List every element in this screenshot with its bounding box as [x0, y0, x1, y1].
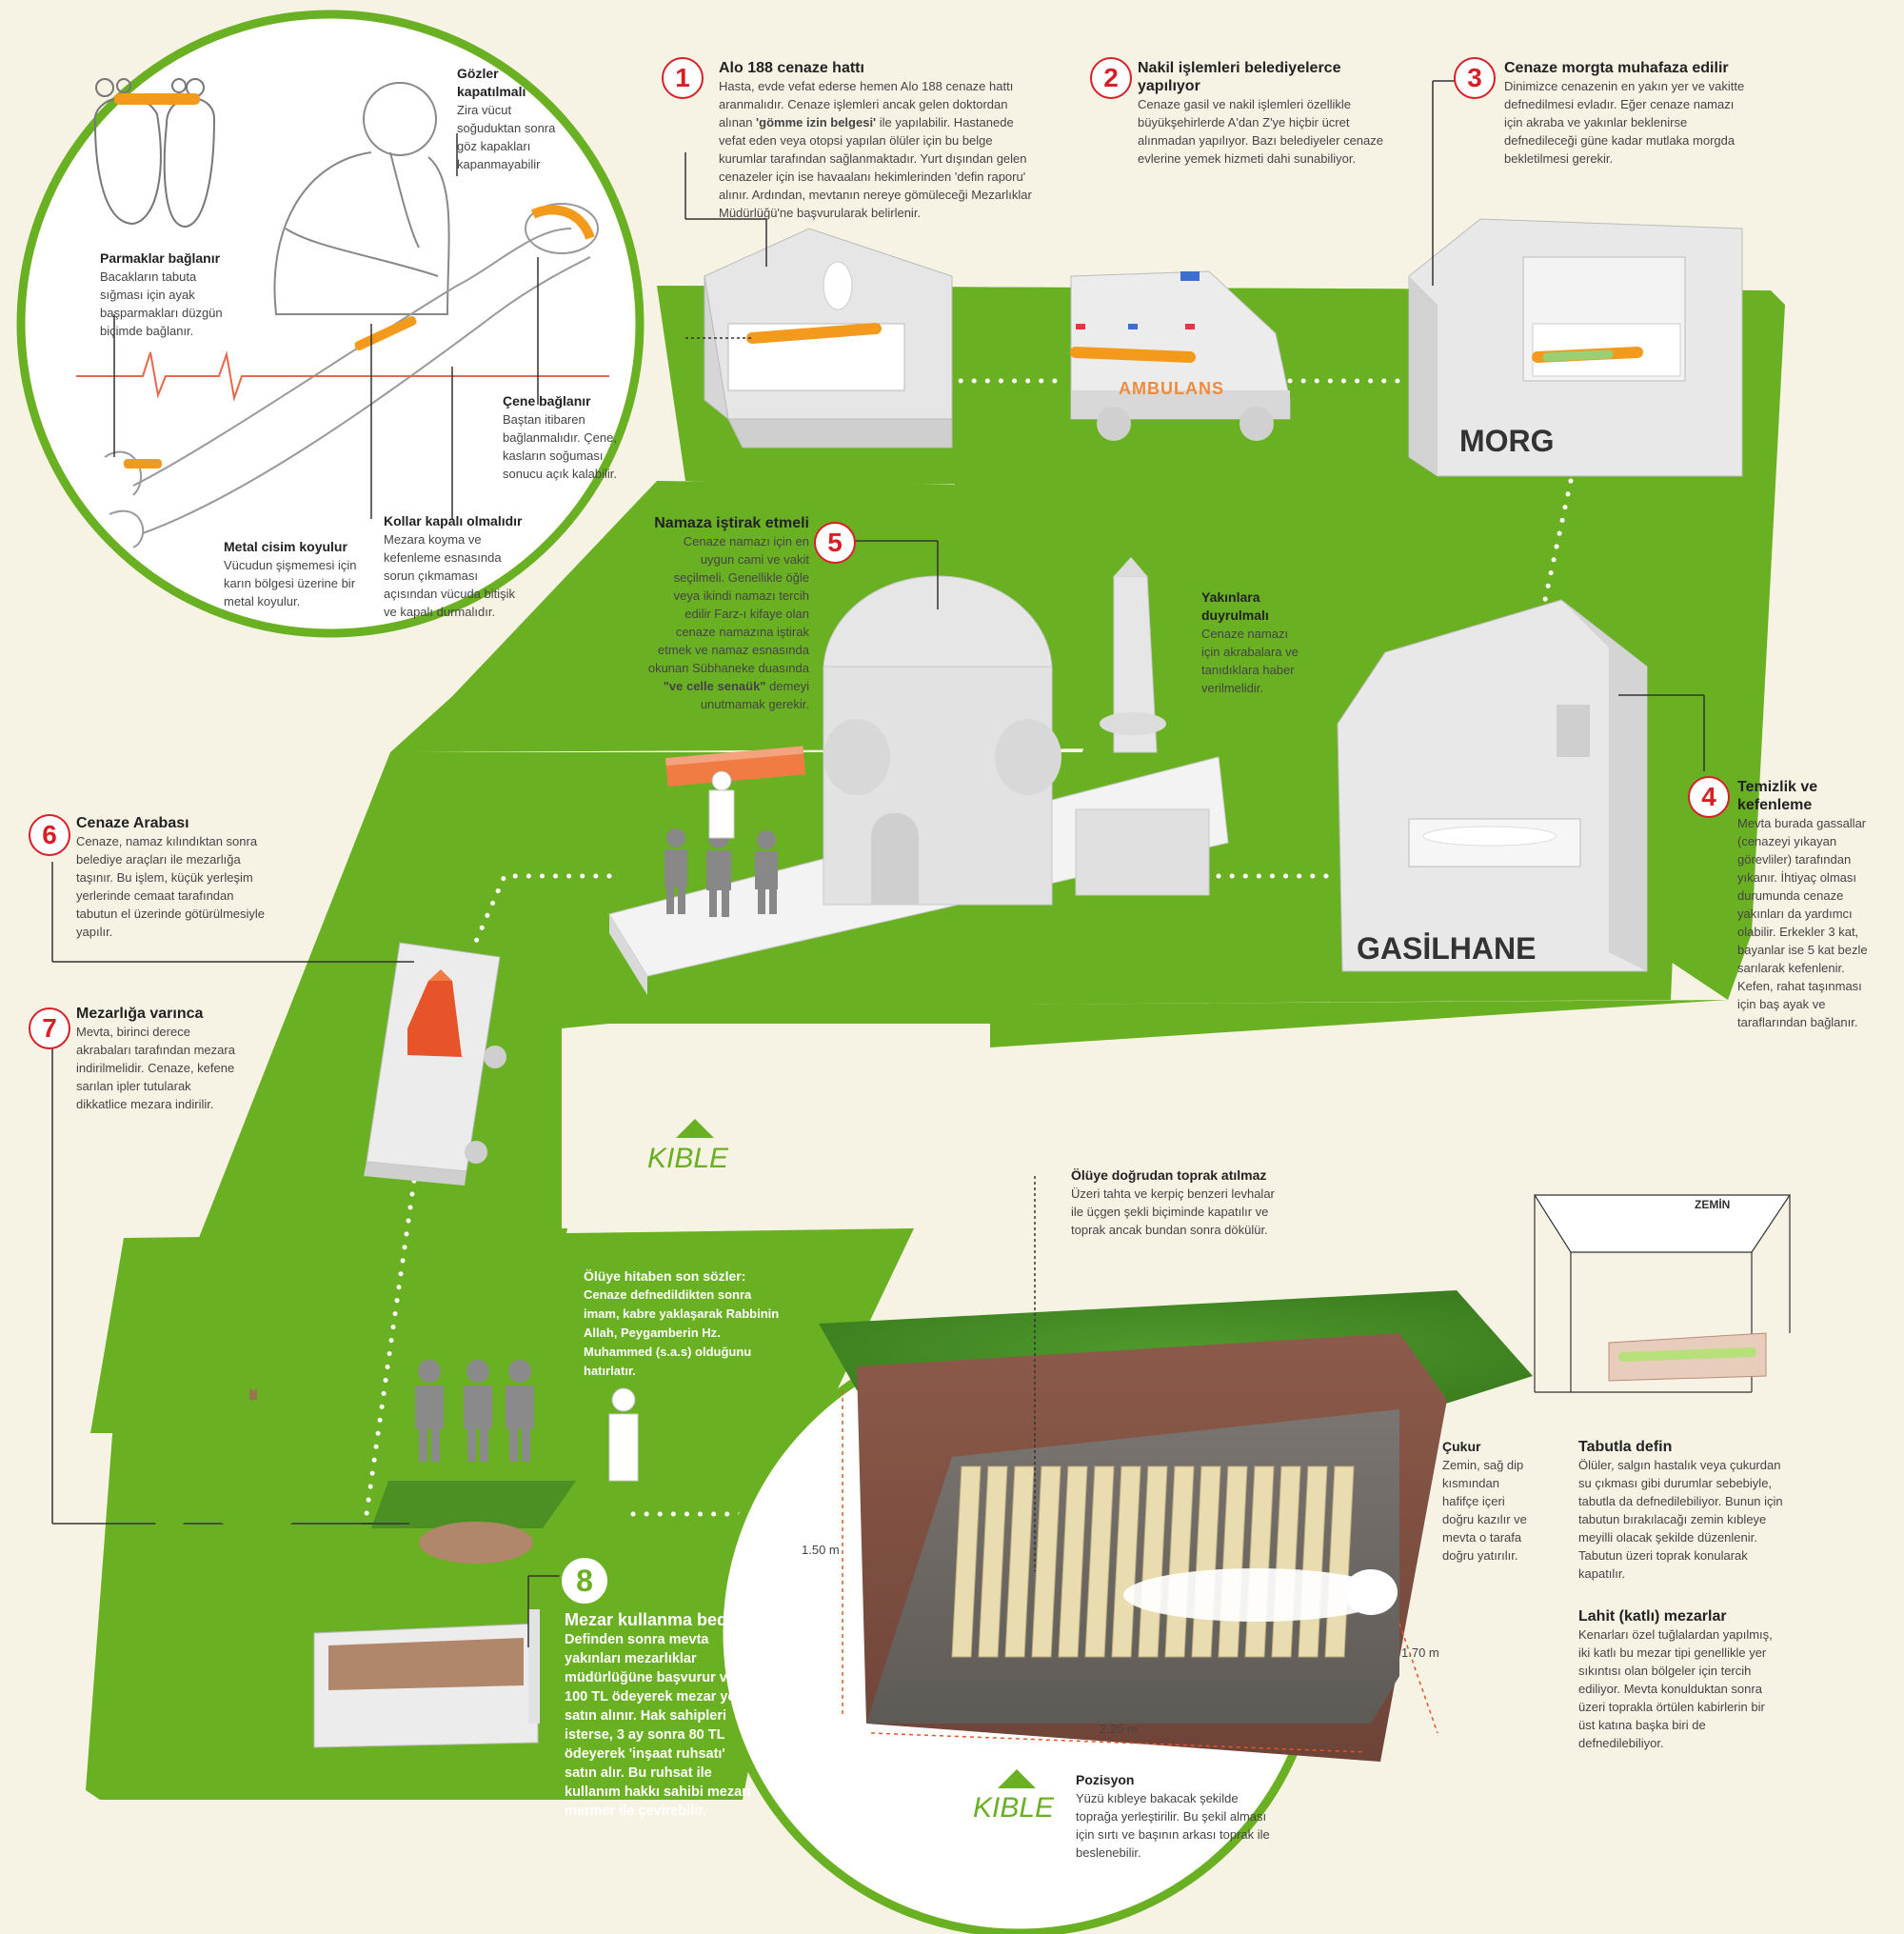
step-2-text: Nakil işlemleri belediyelerce yapılıyor …: [1138, 59, 1385, 168]
hearse-icon: [364, 942, 506, 1186]
eyes-body: Zira vücut soğuduktan sonra göz kapaklar…: [457, 103, 556, 171]
length-dimension: 2.20 m: [1100, 1722, 1138, 1736]
step-7-text: Mezarlığa varınca Mevta, birinci derece …: [76, 1005, 238, 1113]
metal-body: Vücudun şişmemesi için karın bölgesi üze…: [224, 558, 357, 608]
step-4-body: Mevta burada gassallar (cenazeyi yıkayan…: [1737, 816, 1868, 1029]
toes-body: Bacakların tabuta sığması için ayak başp…: [100, 269, 223, 338]
last-words-note: Ölüye hitaben son sözler: Cenaze defnedi…: [584, 1266, 788, 1381]
soil-note: Ölüye doğrudan toprak atılmaz Üzeri taht…: [1071, 1166, 1280, 1239]
lahit-title: Lahit (katlı) mezarlar: [1578, 1608, 1727, 1625]
step-6-title: Cenaze Arabası: [76, 815, 189, 831]
depth-dimension: 1.50 m: [802, 1543, 840, 1557]
arms-note: Kollar kapalı olmalıdır Mezara koyma ve …: [384, 512, 526, 621]
step-6-text: Cenaze Arabası Cenaze, namaz kılındıktan…: [76, 814, 267, 941]
lahit-body: Kenarları özel tuğlalardan yapılmış, iki…: [1578, 1627, 1773, 1750]
step-1-body-a: Hasta, evde vefat ederse hemen Alo 188 c…: [719, 79, 1014, 130]
step-2-title: Nakil işlemleri belediyelerce yapılıyor: [1138, 60, 1341, 94]
step-4-title: Temizlik ve kefenleme: [1737, 779, 1818, 813]
morg-label: MORG: [1459, 424, 1555, 458]
step-number-1: 1: [662, 57, 704, 99]
jaw-body: Baştan itibaren bağlanmalıdır. Çene, kas…: [503, 412, 617, 481]
cukur-body: Zemin, sağ dip kısmından hafifçe içeri d…: [1442, 1458, 1527, 1563]
grave-cross-section: [714, 1176, 1533, 1934]
trees: [119, 1162, 324, 1724]
mosque-icon: [608, 557, 1229, 995]
pozisyon-title: Pozisyon: [1076, 1772, 1135, 1787]
step-number-7: 7: [29, 1007, 70, 1049]
step-7-body: Mevta, birinci derece akrabaları tarafın…: [76, 1025, 235, 1111]
step-3-text: Cenaze morgta muhafaza edilir Dinimizce …: [1504, 59, 1752, 168]
step-5-body-bold: "ve celle senaük": [663, 679, 766, 693]
relatives-title: Yakınlara duyrulmalı: [1201, 589, 1269, 623]
zemin-label: ZEMİN: [1695, 1198, 1731, 1211]
cukur-note: Çukur Zemin, sağ dip kısmından hafifçe i…: [1442, 1438, 1528, 1565]
cukur-title: Çukur: [1442, 1439, 1481, 1454]
step-1-body: Hasta, evde vefat ederse hemen Alo 188 c…: [719, 77, 1033, 222]
step-5-body-b: demeyi unutmamak gerekir.: [700, 679, 809, 711]
relatives-body: Cenaze namazı için akrabalara ve tanıdık…: [1201, 627, 1299, 695]
step-4-text: Temizlik ve kefenleme Mevta burada gassa…: [1737, 778, 1880, 1031]
step-5-body-a: Cenaze namazı için en uygun cami ve vaki…: [647, 534, 809, 675]
step-2-body: Cenaze gasil ve nakil işlemleri özellikl…: [1138, 97, 1383, 166]
ambulance-icon: [1070, 270, 1291, 441]
step-number-3: 3: [1454, 57, 1496, 99]
ambulans-label: AMBULANS: [1119, 379, 1224, 398]
last-words-body: Cenaze defnedildikten sonra imam, kabre …: [584, 1287, 780, 1378]
step-5-body: Cenaze namazı için en uygun cami ve vaki…: [647, 532, 809, 713]
tabut-title: Tabutla defin: [1578, 1439, 1673, 1455]
step-3-title: Cenaze morgta muhafaza edilir: [1504, 60, 1729, 76]
step-number-4: 4: [1688, 776, 1730, 818]
step-1-text: Alo 188 cenaze hattı Hasta, evde vefat e…: [719, 59, 1033, 222]
body-preparation-circle: [16, 10, 645, 638]
step-number-6: 6: [29, 814, 70, 856]
step-number-8: 8: [559, 1555, 610, 1606]
toes-title: Parmaklar bağlanır: [100, 250, 221, 266]
step-6-body: Cenaze, namaz kılındıktan sonra belediye…: [76, 834, 266, 939]
lahit-note: Lahit (katlı) mezarlar Kenarları özel tu…: [1578, 1607, 1783, 1752]
kible-label-2: KIBLE: [973, 1792, 1055, 1824]
metal-title: Metal cisim koyulur: [224, 539, 347, 554]
metal-note: Metal cisim koyulur Vücudun şişmemesi iç…: [224, 538, 362, 610]
step-8-text: Mezar kullanma bedeli Definden sonra mev…: [565, 1609, 755, 1821]
burial-scene: [313, 1360, 639, 1748]
kible-arrow-icon: [676, 1119, 714, 1138]
step-7-title: Mezarlığa varınca: [76, 1006, 204, 1022]
step-3-body: Dinimizce cenazenin en yakın yer ve vaki…: [1504, 79, 1745, 166]
step-5-text: Namaza iştirak etmeli Cenaze namazı için…: [647, 514, 809, 713]
arms-body: Mezara koyma ve kefenleme esnasında soru…: [384, 532, 516, 619]
morgue-icon: [1408, 218, 1743, 477]
step-8-title: Mezar kullanma bedeli: [565, 1610, 747, 1629]
step-8-body: Definden sonra mevta yakınları mezarlıkl…: [565, 1632, 751, 1819]
arms-title: Kollar kapalı olmalıdır: [384, 513, 523, 528]
jaw-title: Çene bağlanır: [503, 393, 591, 409]
eyes-title: Gözler kapatılmalı: [457, 66, 526, 99]
soil-title: Ölüye doğrudan toprak atılmaz: [1071, 1167, 1267, 1183]
house-icon: [704, 228, 953, 449]
step-5-title: Namaza iştirak etmeli: [654, 515, 809, 531]
kible-label-1: KIBLE: [647, 1143, 729, 1174]
step-1-body-bold: 'gömme izin belgesi': [756, 115, 877, 130]
step-1-body-b: ile yapılabilir. Hastanede vefat eden ve…: [719, 115, 1032, 220]
width-dimension: 1.70 m: [1401, 1645, 1439, 1660]
tabut-body: Ölüler, salgın hastalık veya çukurdan su…: [1578, 1458, 1783, 1581]
step-number-2: 2: [1090, 57, 1132, 99]
tabut-note: Tabutla defin Ölüler, salgın hastalık ve…: [1578, 1438, 1783, 1583]
gasilhane-label: GASİLHANE: [1357, 931, 1537, 966]
pozisyon-note: Pozisyon Yüzü kıbleye bakacak şekilde to…: [1076, 1771, 1276, 1862]
step-1-title: Alo 188 cenaze hattı: [719, 60, 864, 76]
jaw-note: Çene bağlanır Baştan itibaren bağlanmalı…: [503, 392, 617, 483]
step-number-5: 5: [814, 522, 856, 564]
toes-note: Parmaklar bağlanır Bacakların tabuta sığ…: [100, 249, 243, 340]
pozisyon-body: Yüzü kıbleye bakacak şekilde toprağa yer…: [1076, 1791, 1270, 1860]
eyes-note: Gözler kapatılmalı Zira vücut soğuduktan…: [457, 65, 557, 173]
washhouse-icon: [1337, 599, 1648, 972]
relatives-note: Yakınlara duyrulmalı Cenaze namazı için …: [1201, 588, 1306, 697]
last-words-title: Ölüye hitaben son sözler:: [584, 1268, 746, 1284]
soil-body: Üzeri tahta ve kerpiç benzeri levhalar i…: [1071, 1186, 1275, 1237]
